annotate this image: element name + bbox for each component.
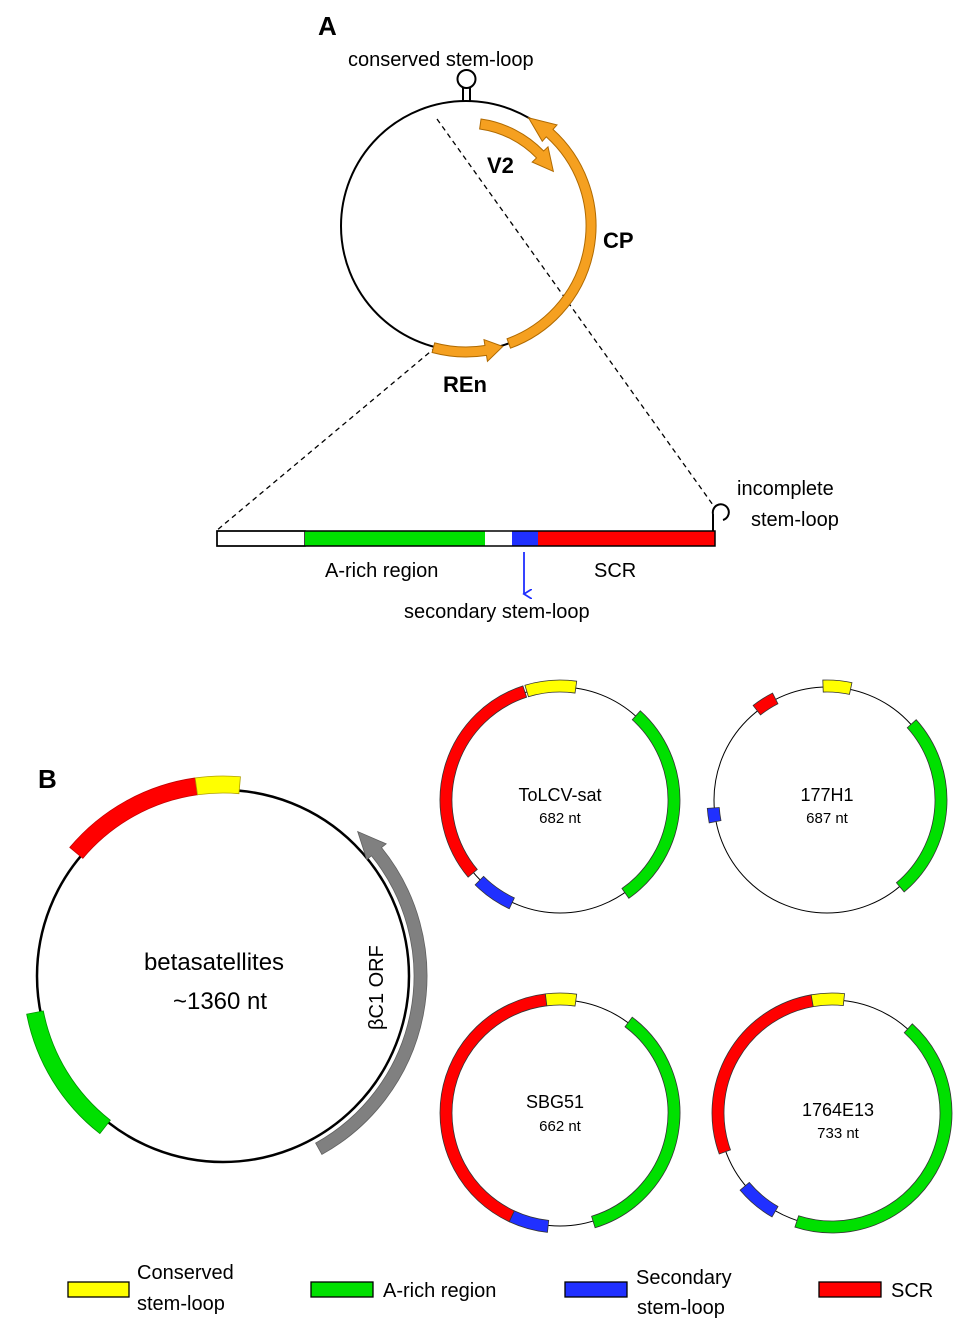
legend-secondary-line2: stem-loop xyxy=(637,1297,725,1319)
ren-label: REn xyxy=(443,372,487,397)
zoom-line-right xyxy=(436,118,714,506)
legend-conserved-line2: stem-loop xyxy=(137,1293,225,1315)
large-conserved-stem-loop-arc xyxy=(194,775,241,796)
small-circle-1-green-arc xyxy=(895,719,948,893)
legend-swatch-scr xyxy=(818,1281,882,1298)
legend: Conserved stem-loop A-rich region Second… xyxy=(67,1262,933,1319)
a-rich-region-label: A-rich region xyxy=(325,560,438,582)
small-circle-1-blue-arc xyxy=(706,807,722,824)
scr-label: SCR xyxy=(594,560,636,582)
small-circle-1-yellow-arc xyxy=(822,679,853,695)
small-circle-0-blue-arc xyxy=(474,875,515,910)
beta-c1-orf-arrow xyxy=(315,830,428,1155)
1764e13-name: 1764E13 xyxy=(802,1100,874,1120)
v2-gene-arrow xyxy=(479,118,555,173)
small-circle-3-yellow-arc xyxy=(810,992,845,1008)
tolcv-sat-name: ToLCV-sat xyxy=(518,785,601,805)
small-circle-0-green-arc xyxy=(621,710,681,899)
incomplete-label-line1: incomplete xyxy=(737,478,834,500)
ren-gene-arrow xyxy=(431,338,504,363)
sbg51-name: SBG51 xyxy=(526,1092,584,1112)
betasatellite-name: betasatellites xyxy=(144,949,284,976)
tolcv-sat-size: 682 nt xyxy=(539,810,582,827)
1764e13-size: 733 nt xyxy=(817,1125,860,1142)
small-circle-0-yellow-arc xyxy=(524,679,578,698)
beta-c1-orf-label: βC1 ORF xyxy=(366,945,388,1030)
cp-label: CP xyxy=(603,228,634,253)
legend-secondary-line1: Secondary xyxy=(636,1267,732,1289)
small-circle-2-blue-arc xyxy=(508,1210,550,1233)
conserved-stem-loop-symbol xyxy=(456,69,477,101)
legend-swatch-conserved xyxy=(67,1281,130,1298)
small-circle-2-green-arc xyxy=(591,1016,681,1229)
v2-label: V2 xyxy=(487,153,514,178)
legend-swatch-a-rich xyxy=(310,1281,374,1298)
white-gap-segment xyxy=(485,531,512,546)
incomplete-label-line2: stem-loop xyxy=(751,509,839,531)
legend-conserved-line1: Conserved xyxy=(137,1262,234,1284)
small-circle-3-blue-arc xyxy=(739,1181,779,1218)
secondary-stem-loop-segment xyxy=(512,531,538,546)
sbg51-size: 662 nt xyxy=(539,1118,582,1135)
cp-gene-arrow xyxy=(506,116,597,349)
177h1-size: 687 nt xyxy=(806,810,849,827)
conserved-stem-loop-label: conserved stem-loop xyxy=(348,49,534,71)
scr-segment xyxy=(538,531,715,546)
alphasatellite-circles xyxy=(439,679,953,1234)
small-circle-0-red-arc xyxy=(439,685,528,878)
legend-scr: SCR xyxy=(891,1280,933,1302)
177h1-name: 177H1 xyxy=(800,785,853,805)
legend-swatch-secondary xyxy=(564,1281,628,1298)
large-scr-arc xyxy=(69,777,198,859)
large-a-rich-arc xyxy=(26,1010,111,1135)
panel-a-label: A xyxy=(318,11,337,41)
betasatellite-size: ~1360 nt xyxy=(173,988,267,1015)
small-circle-3-green-arc xyxy=(794,1023,953,1234)
a-rich-segment xyxy=(305,531,485,546)
incomplete-stem-loop-symbol xyxy=(711,503,730,531)
small-circle-3-red-arc xyxy=(711,994,814,1155)
secondary-stem-loop-label: secondary stem-loop xyxy=(404,601,590,623)
zoom-line-left xyxy=(215,346,437,532)
small-circle-2-yellow-arc xyxy=(544,992,578,1007)
legend-a-rich: A-rich region xyxy=(383,1280,496,1302)
linear-map-bar xyxy=(216,530,716,547)
panel-b-label: B xyxy=(38,764,57,794)
small-circle-1-red-arc xyxy=(752,692,779,716)
